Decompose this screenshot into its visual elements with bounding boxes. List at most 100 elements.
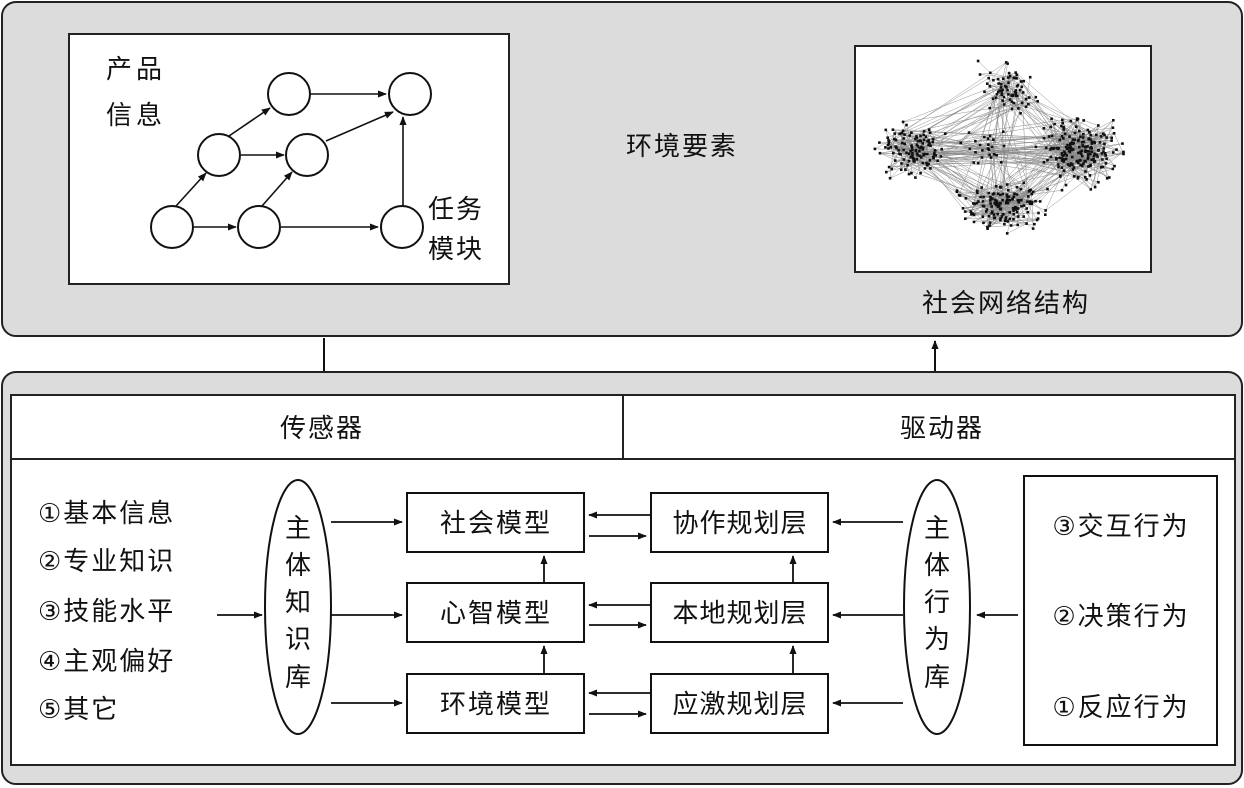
network-node (991, 197, 994, 200)
network-node (1004, 216, 1008, 219)
network-edge (1029, 160, 1081, 202)
network-edge (1063, 127, 1067, 156)
network-node (970, 211, 973, 215)
network-node (1010, 100, 1014, 104)
network-node (989, 71, 992, 75)
network-node (1016, 207, 1020, 210)
network-node (991, 97, 995, 100)
network-node (911, 151, 914, 155)
network-node (1103, 142, 1106, 146)
network-edge (891, 145, 912, 170)
network-node (1093, 152, 1096, 156)
network-node (1051, 147, 1055, 151)
network-node (1075, 160, 1078, 163)
network-node (1031, 227, 1035, 230)
network-node (925, 163, 929, 167)
network-node (990, 205, 993, 208)
network-node (1004, 61, 1008, 64)
network-node (964, 217, 967, 220)
network-node (1012, 76, 1016, 80)
network-node (991, 210, 994, 213)
network-node (922, 154, 926, 157)
network-node (873, 147, 877, 151)
network-node (926, 152, 929, 156)
network-node (995, 199, 998, 203)
network-edge (923, 134, 1059, 168)
task-node (150, 205, 194, 249)
network-node (1028, 202, 1032, 205)
network-edge (979, 98, 994, 146)
network-node (1007, 76, 1010, 79)
network-edge (1006, 208, 1014, 234)
network-edge (996, 132, 1076, 187)
network-node (1028, 200, 1032, 203)
attribute-item: ⑤其它 (38, 695, 119, 725)
network-node (1082, 132, 1085, 136)
network-node (1073, 138, 1077, 141)
network-node (902, 148, 905, 152)
network-node (1060, 188, 1064, 192)
network-node (1012, 208, 1016, 211)
network-edge (968, 132, 990, 156)
network-edge (990, 191, 1034, 201)
network-node (1068, 135, 1071, 138)
network-edge (1000, 90, 1021, 188)
network-edge (1007, 182, 1024, 185)
network-edge (912, 149, 992, 158)
network-node (1066, 146, 1070, 150)
network-node (924, 135, 928, 138)
network-edge (960, 142, 1034, 193)
network-node (1002, 130, 1005, 133)
network-node (1049, 155, 1053, 159)
network-node (1064, 183, 1068, 187)
network-node (1086, 155, 1090, 159)
network-node (1121, 142, 1124, 145)
network-node (939, 155, 943, 158)
network-node (936, 159, 939, 162)
network-node (894, 159, 897, 162)
models: 社会模型 心智模型 环境模型 (406, 492, 585, 734)
collaborative-layer-box (650, 492, 829, 553)
network-edge (995, 97, 1071, 122)
network-node (982, 205, 986, 208)
network-node (918, 154, 922, 158)
network-edge (890, 124, 907, 148)
network-edge (925, 153, 978, 194)
reactive-layer-box (650, 673, 829, 734)
network-node (919, 145, 923, 149)
network-node (1068, 164, 1071, 167)
network-node (1087, 165, 1090, 168)
network-node (1030, 202, 1034, 206)
network-node (1064, 157, 1068, 161)
network-node (922, 133, 925, 137)
network-node (1028, 189, 1031, 192)
network-node (1088, 131, 1091, 134)
network-node (1002, 95, 1006, 99)
network-edge (1007, 219, 1038, 222)
network-node (921, 142, 924, 145)
network-node (1112, 132, 1116, 135)
network-node (894, 138, 898, 142)
network-node (1101, 158, 1104, 161)
network-edge (903, 77, 1016, 123)
network-node (1072, 175, 1076, 178)
svg-text:识: 识 (285, 625, 311, 655)
network-node (1103, 133, 1106, 137)
network-node (1066, 143, 1069, 147)
network-node (1068, 150, 1072, 154)
network-node (1047, 135, 1051, 138)
network-node (982, 221, 985, 224)
network-node (972, 220, 976, 224)
network-node (1115, 148, 1118, 151)
network-node (933, 153, 936, 156)
network-node (1104, 162, 1108, 165)
network-edge (988, 139, 1079, 145)
network-node (988, 221, 992, 224)
planning-layers: 协作规划层 本地规划层 应激规划层 (650, 492, 829, 734)
network-node (1014, 89, 1018, 92)
network-node (989, 198, 993, 201)
network-node (1008, 217, 1011, 221)
network-node (1100, 152, 1104, 155)
network-node (900, 162, 903, 165)
network-node (1075, 117, 1079, 120)
